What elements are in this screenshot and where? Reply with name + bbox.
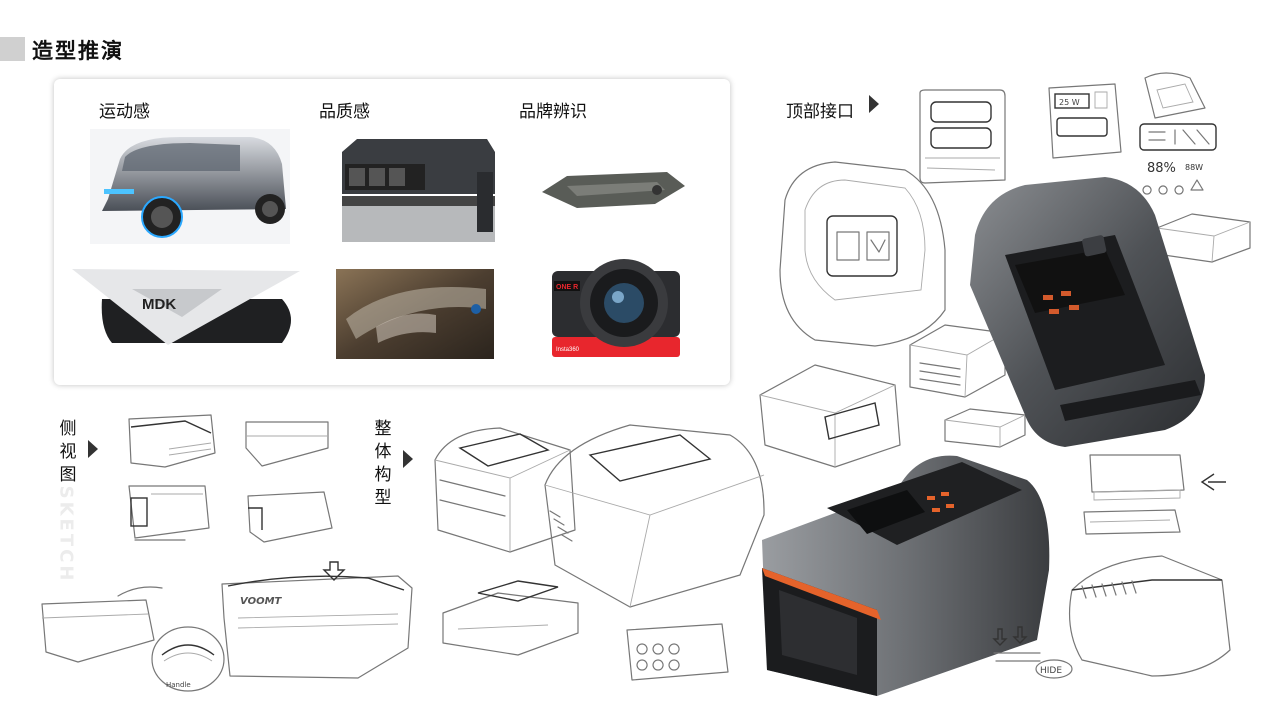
- overall-structure-char: 体: [374, 442, 392, 462]
- perspective-sketch-right: [1062, 550, 1234, 680]
- side-view-label: 侧 视 图: [58, 418, 78, 487]
- hide-detail-sketch: HIDE: [990, 625, 1075, 685]
- handle-note: Handle: [166, 681, 191, 689]
- device-render-dark: [965, 175, 1213, 450]
- overall-structure-arrow: [403, 450, 413, 468]
- side-view-sketch-1: [125, 413, 217, 470]
- brand-mark: VOOMT: [240, 596, 283, 607]
- side-view-sketch-2: [242, 418, 332, 470]
- side-view-sketch-5: [38, 582, 168, 667]
- overall-sketch-2: [540, 415, 770, 610]
- device-render-orange: [757, 450, 1052, 698]
- usb-label: 25 W: [1059, 98, 1080, 107]
- car-concept-photo: [90, 129, 290, 244]
- action-camera-photo: ONE R Insta360: [548, 251, 682, 359]
- power-readout: 88W: [1185, 163, 1203, 172]
- side-view-char: 图: [59, 465, 77, 485]
- display-detail-sketch: 88% 88W: [1135, 68, 1220, 198]
- overall-structure-char: 型: [374, 488, 392, 508]
- overall-structure-char: 构: [374, 465, 392, 485]
- side-view-sketch-4: [244, 488, 336, 544]
- camera-brand-text: ONE R: [556, 284, 578, 291]
- small-module-sketch: [940, 405, 1030, 450]
- vent-detail-sketch: [622, 622, 732, 684]
- battery-pack-sketch: [905, 315, 1010, 400]
- side-profile-sketch: [1080, 450, 1230, 545]
- ref-label-sporty: 运动感: [99, 102, 150, 122]
- camera-model-text: Insta360: [556, 347, 580, 353]
- top-view-sketch-2: 25 W: [1045, 82, 1125, 162]
- side-view-large-sketch: VOOMT: [218, 558, 418, 683]
- overall-sketch-3: [438, 573, 583, 658]
- hide-label: HIDE: [1040, 666, 1062, 676]
- side-view-char: 视: [59, 442, 77, 462]
- top-view-sketch-1: [915, 88, 1010, 188]
- sketch-watermark-text: SKETCH: [55, 485, 77, 584]
- folding-knife-photo: [537, 164, 689, 216]
- top-interface-main-sketch: [775, 160, 955, 350]
- motorcycle-tank-photo: [336, 269, 494, 359]
- overall-structure-label: 整 体 构 型: [373, 418, 393, 510]
- page-title: 造型推演: [32, 39, 124, 63]
- side-view-sketch-3: [125, 482, 213, 544]
- ref-label-brand: 品牌辨识: [519, 102, 587, 122]
- side-view-arrow: [88, 440, 98, 458]
- overall-structure-char: 整: [374, 419, 392, 439]
- logo-plate-photo: MDK: [72, 269, 300, 349]
- ref-label-quality: 品质感: [319, 102, 370, 122]
- logo-plate-text: MDK: [142, 296, 176, 313]
- display-readout: 88%: [1147, 161, 1176, 176]
- sketch-watermark: SKETCH: [53, 485, 81, 588]
- reference-panel: 运动感 品质感 品牌辨识: [54, 79, 730, 385]
- perspective-sketch-mid: [755, 355, 905, 470]
- title-accent-bar: [0, 37, 25, 61]
- top-interface-label: 顶部接口: [786, 102, 854, 122]
- top-interface-arrow: [869, 95, 879, 113]
- power-station-photo: [337, 134, 497, 244]
- overall-sketch-1: [430, 420, 580, 555]
- handle-detail-sketch: Handle: [148, 625, 228, 697]
- side-view-char: 侧: [59, 419, 77, 439]
